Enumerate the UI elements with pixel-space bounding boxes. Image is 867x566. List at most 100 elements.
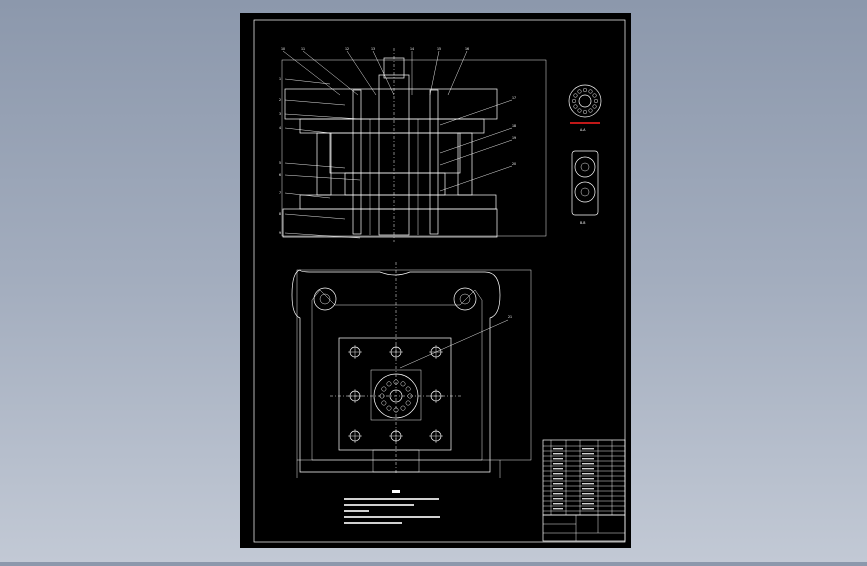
table-entry (553, 453, 563, 455)
callout-number: 3 (279, 112, 281, 116)
right-pillar-hole (453, 287, 477, 311)
technical-notes (344, 498, 440, 524)
outer-frame (281, 59, 547, 237)
table-entry (553, 503, 563, 505)
table-entry (582, 458, 594, 460)
callout-number: 12 (345, 47, 349, 51)
detail-hole (573, 104, 578, 109)
detail-section-label-b: B-B (580, 221, 585, 225)
table-entry (582, 483, 594, 485)
table-entry (582, 488, 594, 490)
callout-number: 8 (279, 212, 281, 216)
detail-hole-ring (571, 87, 599, 115)
pierce-hole (393, 407, 399, 413)
callout-number: 9 (279, 231, 281, 235)
detail-hole (571, 98, 577, 104)
callout-leader (346, 50, 377, 96)
table-entry (553, 458, 563, 460)
pierce-hole (393, 379, 399, 385)
callout-leader (284, 99, 346, 106)
callout-leader (282, 50, 341, 96)
callout-number: 14 (410, 47, 414, 51)
callout-number: 19 (512, 136, 516, 140)
detail-hole (593, 98, 599, 104)
plan-outline (291, 269, 501, 473)
drawing-sheet (240, 13, 631, 548)
table-entry (582, 493, 594, 495)
callout-number: 2 (279, 98, 281, 102)
detail-hole (592, 104, 597, 109)
callout-number: 4 (279, 126, 281, 130)
callout-number: 1 (279, 77, 281, 81)
callout-leader (302, 50, 359, 96)
detail-hole (582, 87, 588, 93)
table-entry (553, 478, 563, 480)
detail-hub (578, 94, 592, 108)
table-entry (553, 508, 563, 510)
table-entry (582, 468, 594, 470)
callout-leader (284, 174, 361, 181)
callout-number: 16 (465, 47, 469, 51)
plan-bolt-holes (348, 345, 443, 443)
detail-view-top (568, 84, 602, 124)
table-entry (582, 498, 594, 500)
callout-leader (284, 162, 346, 169)
callout-leader (429, 50, 440, 96)
callout-number: 10 (281, 47, 285, 51)
table-entry (553, 468, 563, 470)
callout-number: 13 (371, 47, 375, 51)
detail-view-strip (571, 150, 599, 216)
callout-leader (439, 99, 513, 126)
callout-leader (439, 165, 513, 192)
callout-leader (447, 50, 468, 96)
callout-number: 17 (512, 96, 516, 100)
section-view (281, 48, 547, 242)
table-entry (553, 463, 563, 465)
callout-leader (439, 139, 513, 166)
table-entry (582, 473, 594, 475)
pierce-hole (400, 381, 406, 387)
strip-feed-channel (372, 449, 420, 473)
detail-disc (568, 84, 602, 118)
callout-leader (284, 78, 331, 85)
title-table (542, 514, 626, 542)
plan-outer-frame (296, 269, 532, 461)
table-entry (553, 488, 563, 490)
right-bolt (429, 89, 439, 235)
left-guide-pillar (316, 132, 332, 196)
callout-number: 11 (301, 47, 305, 51)
pierce-hole (379, 393, 385, 399)
table-entry (553, 448, 563, 450)
base-plate (282, 208, 498, 238)
parts-list-rows (543, 440, 625, 515)
pierce-hole (381, 400, 387, 406)
table-entry (553, 473, 563, 475)
table-entry (582, 478, 594, 480)
callout-number: 15 (437, 47, 441, 51)
pierce-hole (381, 386, 387, 392)
callout-leader (284, 127, 331, 134)
callout-leader (372, 50, 395, 96)
left-pillar-hole (313, 287, 337, 311)
pierce-hole (405, 400, 411, 406)
table-entry (582, 503, 594, 505)
callout-leader (439, 127, 513, 154)
pierce-hole (400, 405, 406, 411)
detail-hole (588, 89, 593, 94)
callout-number: 5 (279, 161, 281, 165)
detail-hole (582, 109, 588, 115)
callout-leader (284, 213, 346, 220)
drawing-border (253, 19, 626, 543)
pierce-hole (407, 393, 413, 399)
detail-hole (592, 93, 597, 98)
table-entry (582, 508, 594, 510)
callout-leader (284, 113, 361, 120)
detail-hole (577, 89, 582, 94)
callout-number: 20 (512, 162, 516, 166)
strip-circle-lower (574, 181, 596, 203)
callout-number: 7 (279, 191, 281, 195)
title-block (542, 439, 626, 542)
strip-circle-upper (574, 156, 596, 178)
